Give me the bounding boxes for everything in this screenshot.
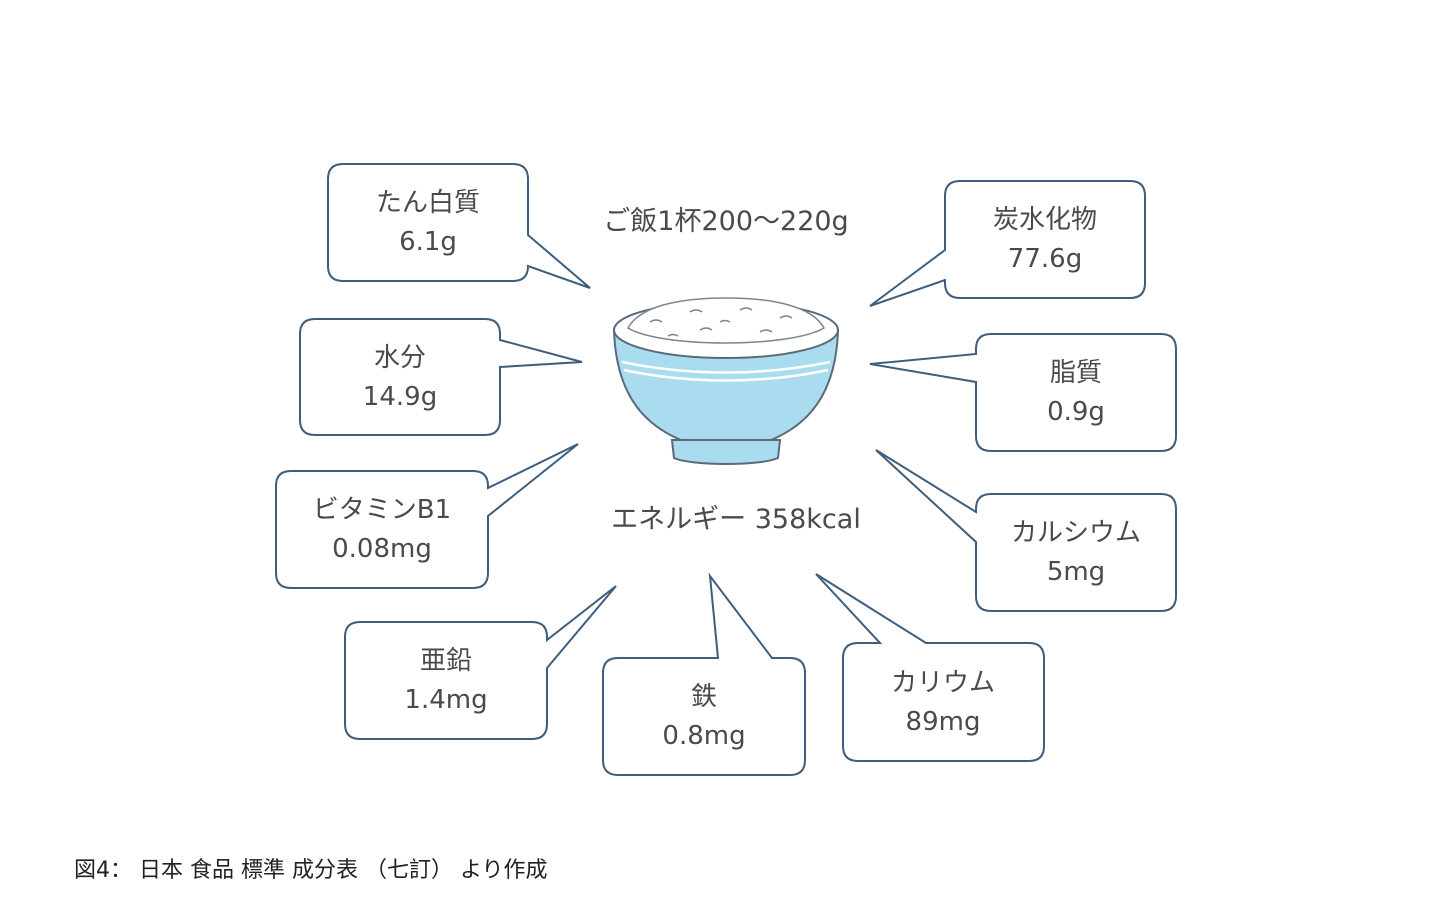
bubble-potassium: カリウム 89mg	[815, 573, 1045, 762]
bubble-fat-name: 脂質	[1050, 358, 1102, 388]
bubble-carbohydrate-value: 77.6g	[1008, 244, 1082, 274]
bubble-carbohydrate: 炭水化物 77.6g	[869, 180, 1146, 307]
bubble-calcium-value: 5mg	[1047, 557, 1105, 587]
bubble-zinc-name: 亜鉛	[420, 646, 472, 676]
bubble-fat-value: 0.9g	[1047, 397, 1105, 427]
bubble-water: 水分 14.9g	[299, 318, 583, 436]
bubble-zinc: 亜鉛 1.4mg	[344, 585, 617, 740]
bubble-potassium-name: カリウム	[891, 668, 995, 698]
bubble-protein-name: たん白質	[376, 188, 480, 218]
bubble-protein-value: 6.1g	[399, 227, 457, 257]
bubble-fat: 脂質 0.9g	[869, 333, 1177, 452]
bubble-iron: 鉄 0.8mg	[602, 572, 806, 776]
bubble-protein: たん白質 6.1g	[327, 163, 591, 289]
bubble-vitamin-b1: ビタミンB1 0.08mg	[275, 443, 579, 589]
bubble-calcium-name: カルシウム	[1011, 518, 1141, 548]
bubble-water-name: 水分	[374, 343, 426, 373]
bubble-potassium-value: 89mg	[906, 707, 981, 737]
energy-label: エネルギー 358kcal	[611, 504, 861, 535]
figure-caption: 図4： 日本 食品 標準 成分表 （七訂） より作成	[74, 858, 548, 883]
bubble-iron-value: 0.8mg	[662, 721, 745, 751]
bubble-water-value: 14.9g	[363, 382, 437, 412]
bubble-vitamin-b1-name: ビタミンB1	[313, 495, 451, 525]
bubble-calcium: カルシウム 5mg	[875, 449, 1177, 612]
bubble-carbohydrate-name: 炭水化物	[993, 205, 1097, 235]
rice-bowl-icon	[612, 297, 840, 465]
bubble-iron-name: 鉄	[691, 682, 717, 712]
bubble-vitamin-b1-value: 0.08mg	[332, 534, 432, 564]
bubble-zinc-value: 1.4mg	[404, 685, 487, 715]
serving-size-label: ご飯1杯200〜220g	[603, 206, 848, 237]
